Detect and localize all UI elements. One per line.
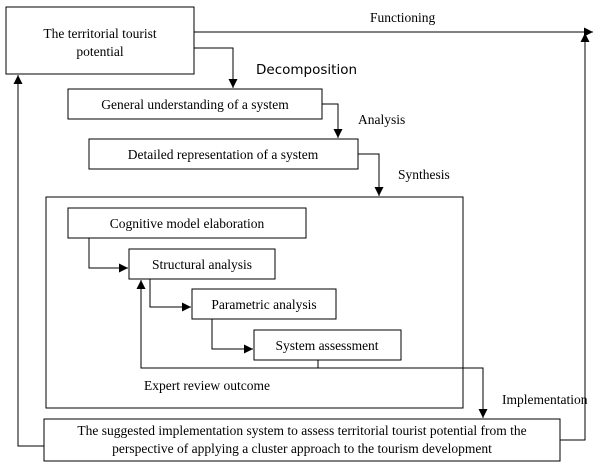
implementation-label: Implementation <box>502 392 588 407</box>
suggested-system-box: The suggested implementation system to a… <box>43 418 561 462</box>
implementation-arrow <box>560 33 590 441</box>
analysis-label: Analysis <box>358 112 405 127</box>
suggested-system-line-2: perspective of applying a cluster approa… <box>112 441 492 456</box>
general-understanding-box: General understanding of a system <box>67 88 323 120</box>
structural-analysis-box: Structural analysis <box>128 248 276 280</box>
functioning-label: Functioning <box>370 10 436 25</box>
cognitive-to-structural-arrow <box>88 238 128 273</box>
territorial-potential-line-2: potential <box>76 44 123 59</box>
cognitive-model-text: Cognitive model elaboration <box>110 216 265 231</box>
analysis-arrow <box>322 103 343 138</box>
decomposition-arrow <box>194 47 238 88</box>
parametric-analysis-text: Parametric analysis <box>211 297 316 312</box>
parametric-analysis-box: Parametric analysis <box>191 288 337 320</box>
cognitive-model-box: Cognitive model elaboration <box>67 207 307 239</box>
synthesis-arrow <box>358 153 384 196</box>
decomposition-label: Decomposition <box>256 62 357 78</box>
structural-analysis-text: Structural analysis <box>152 257 252 272</box>
territorial-potential-line-1: The territorial tourist <box>43 26 156 41</box>
system-assessment-text: System assessment <box>275 338 378 353</box>
parametric-to-assessment-arrow <box>211 319 253 354</box>
general-understanding-text: General understanding of a system <box>101 97 289 112</box>
system-assessment-box: System assessment <box>253 329 402 361</box>
structural-to-parametric-arrow <box>149 279 191 312</box>
expert-review-feedback-arrow <box>136 280 319 369</box>
detailed-representation-text: Detailed representation of a system <box>128 147 319 162</box>
suggested-system-line-1: The suggested implementation system to a… <box>77 423 526 438</box>
territorial-potential-box: The territorial tourist potential <box>5 6 195 75</box>
assessment-to-suggested-arrow <box>318 367 488 418</box>
detailed-representation-box: Detailed representation of a system <box>88 138 359 170</box>
expert-review-label: Expert review outcome <box>144 378 270 393</box>
synthesis-label: Synthesis <box>398 167 450 182</box>
feedback-to-potential-arrow <box>13 75 44 447</box>
